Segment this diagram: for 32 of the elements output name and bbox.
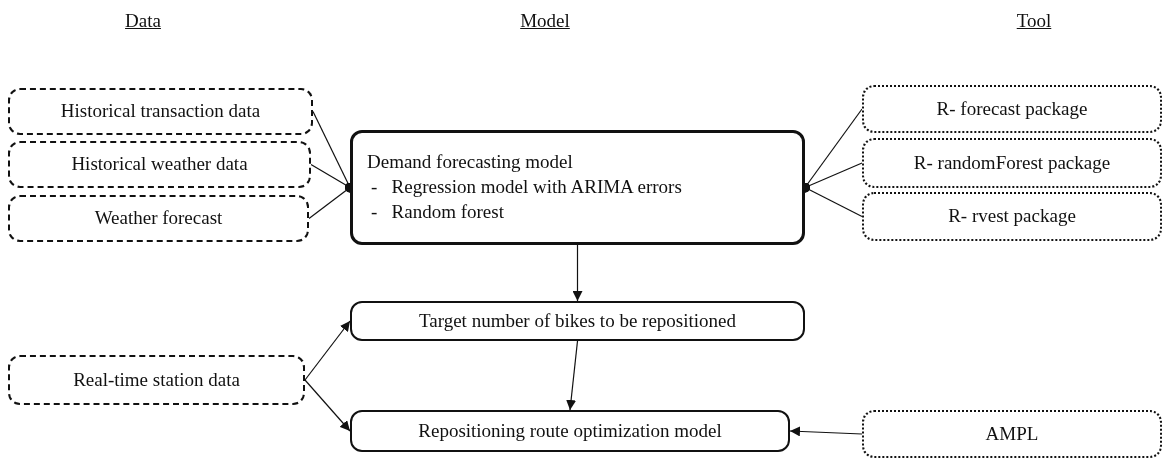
process-box bbox=[8, 355, 305, 405]
box-label: R- randomForest package bbox=[913, 150, 1111, 175]
process-box bbox=[862, 192, 1162, 241]
connector bbox=[572, 244, 583, 302]
process-box bbox=[8, 141, 311, 188]
process-box bbox=[350, 301, 805, 341]
box-label: AMPL bbox=[985, 421, 1039, 446]
box-label: R- rvest package bbox=[948, 204, 1076, 229]
process-box bbox=[862, 410, 1162, 458]
connector bbox=[566, 340, 579, 411]
box-label: Demand forecasting model bbox=[367, 150, 573, 175]
connector bbox=[304, 320, 351, 381]
connector bbox=[789, 426, 863, 437]
column-heading: Model bbox=[520, 10, 570, 32]
process-box bbox=[350, 410, 790, 452]
column-heading: Tool bbox=[1016, 10, 1052, 32]
box-label: Historical transaction data bbox=[60, 99, 261, 124]
box-label: Real-time station data bbox=[73, 367, 240, 392]
box-label: Repositioning route optimization model bbox=[418, 418, 722, 443]
list-item: - Regression model with ARIMA errors bbox=[370, 175, 682, 200]
box-label: Weather forecast bbox=[94, 206, 223, 231]
process-box bbox=[8, 195, 309, 242]
box-label: Target number of bikes to be repositioned bbox=[419, 308, 736, 333]
process-box bbox=[8, 88, 313, 135]
model-box bbox=[350, 130, 805, 245]
process-box bbox=[862, 138, 1162, 188]
list-item: - Random forest bbox=[370, 199, 504, 224]
process-box bbox=[862, 85, 1162, 133]
column-heading: Data bbox=[125, 10, 161, 32]
connector bbox=[304, 379, 351, 432]
box-label: R- forecast package bbox=[936, 96, 1088, 121]
box-label: Historical weather data bbox=[71, 152, 248, 177]
